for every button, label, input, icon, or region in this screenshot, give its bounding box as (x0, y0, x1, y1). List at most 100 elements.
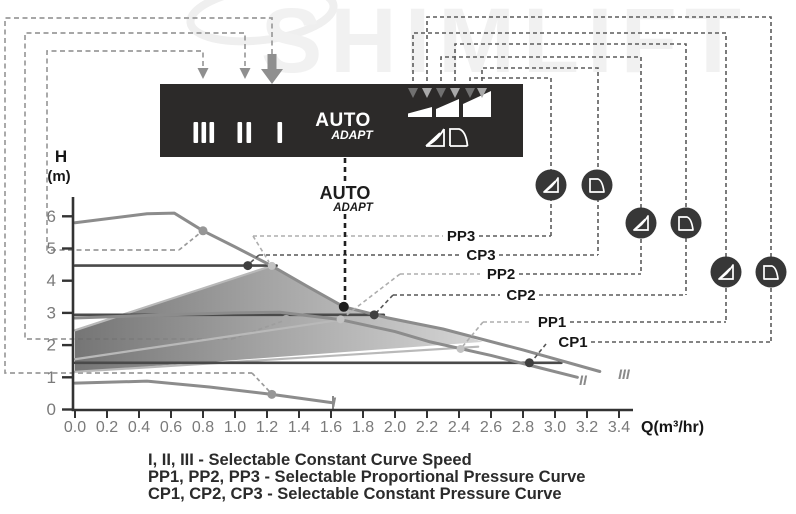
watermark-text: SHIMLIFT (261, 0, 749, 92)
label-pp2: PP2 (487, 266, 515, 283)
arrow-down-small-icon (465, 88, 475, 98)
constant-pressure-icon[interactable] (449, 128, 469, 147)
cp2-point (369, 310, 379, 320)
x-tick-label: 2.0 (384, 419, 406, 436)
x-tick-label: 1.8 (352, 419, 374, 436)
label-cp2: CP2 (506, 287, 535, 304)
curve-end-label-ii: II (579, 372, 588, 388)
route-pp2 (440, 56, 642, 275)
route-cp1 (426, 16, 772, 343)
y-tick-label: 2 (47, 336, 56, 355)
autoadapt-duty-point (338, 301, 349, 312)
badge-pp3-icon[interactable] (535, 169, 567, 201)
arrow-down-small-icon (477, 88, 487, 98)
arrow-down-small-icon (436, 88, 446, 98)
label-cp1: CP1 (558, 334, 587, 351)
arrow-down-small-icon (239, 68, 251, 79)
pp3-point (267, 261, 276, 270)
y-axis-unit: (m) (47, 168, 70, 185)
speed-bar (209, 122, 215, 143)
route-pp1 (412, 32, 727, 323)
badge-cp2-icon[interactable] (670, 207, 702, 239)
arrow-down-small-icon (197, 68, 209, 79)
curve-PP3 (73, 264, 273, 332)
arrow-down-large-icon (261, 69, 283, 84)
cp3-callout-pointer (249, 254, 260, 264)
label-pp1: PP1 (538, 314, 566, 331)
arrow-down-large-icon (267, 54, 277, 70)
route-speed-i-pointer (251, 372, 270, 392)
curve-end-label-i: I (332, 394, 337, 410)
proportional-ramp-2-icon[interactable] (436, 99, 459, 117)
x-tick-label: 2.4 (448, 419, 470, 436)
curve-II (73, 310, 579, 379)
autoadapt-button-subtitle: ADAPT (330, 128, 374, 142)
arrow-down-small-icon (408, 88, 418, 98)
speed-button-ii[interactable] (237, 122, 252, 143)
x-tick-label: 0.6 (160, 419, 182, 436)
autoadapt-button-title: AUTO (315, 110, 370, 131)
y-tick-label: 6 (47, 207, 56, 226)
autoadapt-button[interactable]: AUTO ADAPT (315, 110, 374, 142)
pp2-point (336, 315, 345, 324)
proportional-ramp-3-icon[interactable] (463, 91, 491, 117)
x-tick-label: 2.6 (480, 419, 502, 436)
autoadapt-callout-subtitle: ADAPT (332, 202, 374, 214)
curve-III (73, 211, 602, 374)
x-tick-label: 1.2 (256, 419, 278, 436)
y-tick-label: 0 (47, 400, 56, 419)
pp1-callout-pointer (462, 321, 484, 347)
autoadapt-range-area (75, 265, 483, 372)
route-pp3 (469, 77, 552, 237)
proportional-pressure-icon[interactable] (425, 128, 445, 147)
route-speed-iii (46, 50, 204, 251)
x-axis-title: Q(m³/hr) (641, 419, 704, 436)
x-tick-label: 1.0 (224, 419, 246, 436)
badge-cp1-icon[interactable] (755, 256, 787, 288)
speed-bar (201, 122, 207, 143)
route-cp3 (481, 67, 599, 256)
speed-bar (246, 122, 252, 143)
x-tick-label: 3.4 (608, 419, 630, 436)
route-speed-iii-pointer (178, 232, 201, 251)
cp1-callout-pointer (532, 343, 547, 361)
y-tick-label: 3 (47, 303, 56, 322)
cp1-point (524, 358, 534, 368)
route-speed-ii (24, 32, 246, 340)
x-tick-label: 1.4 (288, 419, 310, 436)
pump-control-panel: AUTO ADAPT (160, 84, 523, 157)
speed-bar (237, 122, 243, 143)
pp1-point (456, 344, 465, 353)
cp3-point (243, 261, 253, 271)
x-tick-label: 2.8 (512, 419, 534, 436)
badge-pp1-icon[interactable] (710, 256, 742, 288)
route-cp2 (454, 43, 687, 296)
speed-bar (193, 122, 199, 143)
autoadapt-callout-title: AUTO (320, 183, 371, 203)
x-tick-label: 0.8 (192, 419, 214, 436)
speed-II-point (281, 314, 291, 324)
speed-button-iii[interactable] (193, 122, 215, 143)
curve-I (73, 379, 335, 405)
legend-line-proportional: PP1, PP2, PP3 - Selectable Proportional … (148, 468, 585, 486)
label-pp3: PP3 (447, 228, 475, 245)
x-tick-label: 3.0 (544, 419, 566, 436)
y-tick-label: 4 (47, 271, 56, 290)
speed-III-point (198, 226, 208, 236)
label-cp3: CP3 (466, 247, 495, 264)
proportional-ramp-1-icon[interactable] (408, 107, 432, 117)
cp2-callout-pointer (375, 294, 394, 314)
pp3-callout-pointer (252, 235, 270, 263)
watermark: SHIMLIFT (186, 0, 749, 92)
y-tick-label: 5 (47, 239, 56, 258)
speed-I-point (267, 389, 277, 399)
labels-layer: AUTO ADAPT PP3 CP3 PP2 CP2 PP1 CP1 I II … (47, 147, 704, 503)
x-tick-label: 2.2 (416, 419, 438, 436)
badge-pp2-icon[interactable] (625, 207, 657, 239)
badge-cp3-icon[interactable] (581, 169, 613, 201)
y-axis-title: H (55, 147, 67, 166)
x-tick-label: 1.6 (320, 419, 342, 436)
speed-button-i[interactable] (277, 122, 283, 143)
